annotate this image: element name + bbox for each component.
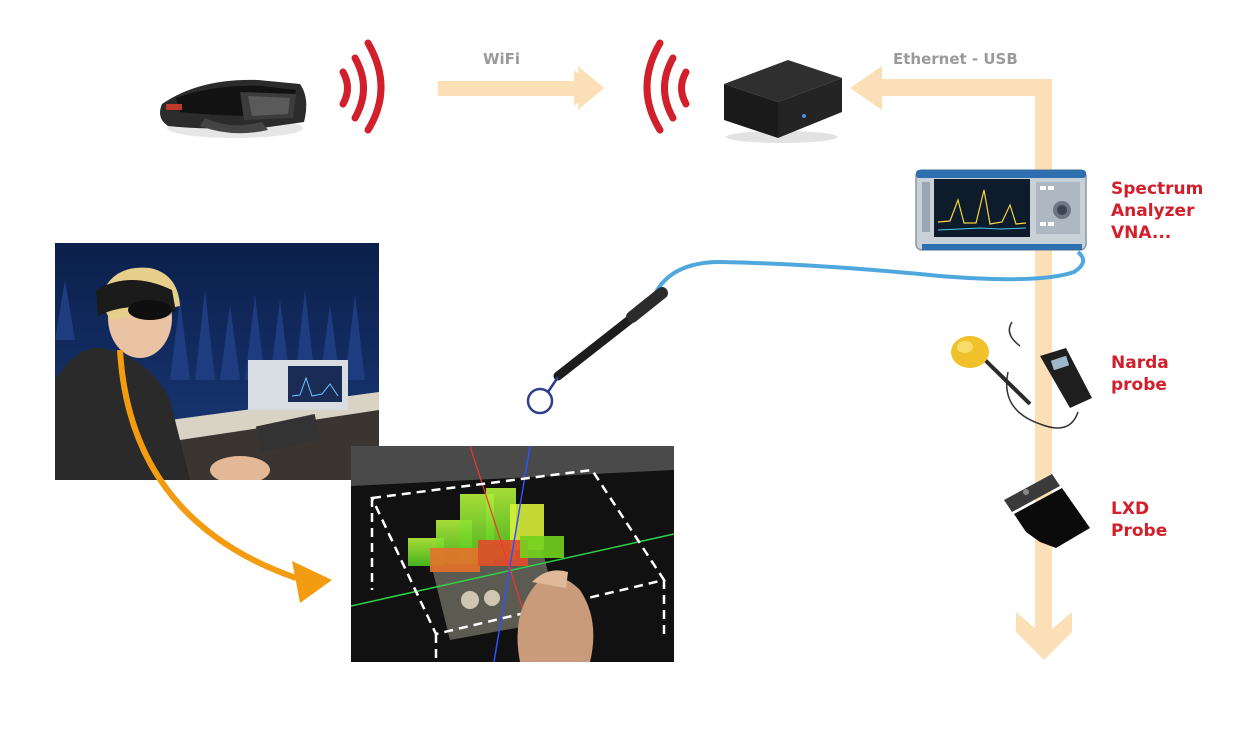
wifi-label: WiFi — [483, 50, 521, 68]
lxd-probe-icon — [1004, 474, 1090, 548]
spectrum-analyzer-icon — [915, 169, 1087, 251]
ar-heatmap-view — [351, 446, 674, 662]
wifi-waves-in-icon — [643, 39, 690, 134]
mini-pc-icon — [724, 60, 842, 143]
user-with-hololens-photo — [55, 243, 379, 480]
spectrum-analyzer-label: Spectrum Analyzer VNA... — [1111, 179, 1204, 243]
wifi-arrow — [438, 66, 604, 110]
narda-probe-icon — [951, 321, 1092, 429]
wifi-waves-out-icon — [339, 39, 385, 134]
hololens-headset-icon — [160, 79, 307, 138]
probe-cable — [652, 250, 1086, 297]
near-field-probe-icon — [526, 287, 668, 415]
lxd-probe-label: LXD Probe — [1111, 499, 1168, 541]
ethernet-usb-label: Ethernet - USB — [893, 50, 1018, 68]
narda-probe-label: Narda probe — [1111, 353, 1169, 395]
heatmap-blocks — [408, 488, 564, 572]
orange-curve-arrow — [117, 349, 332, 603]
